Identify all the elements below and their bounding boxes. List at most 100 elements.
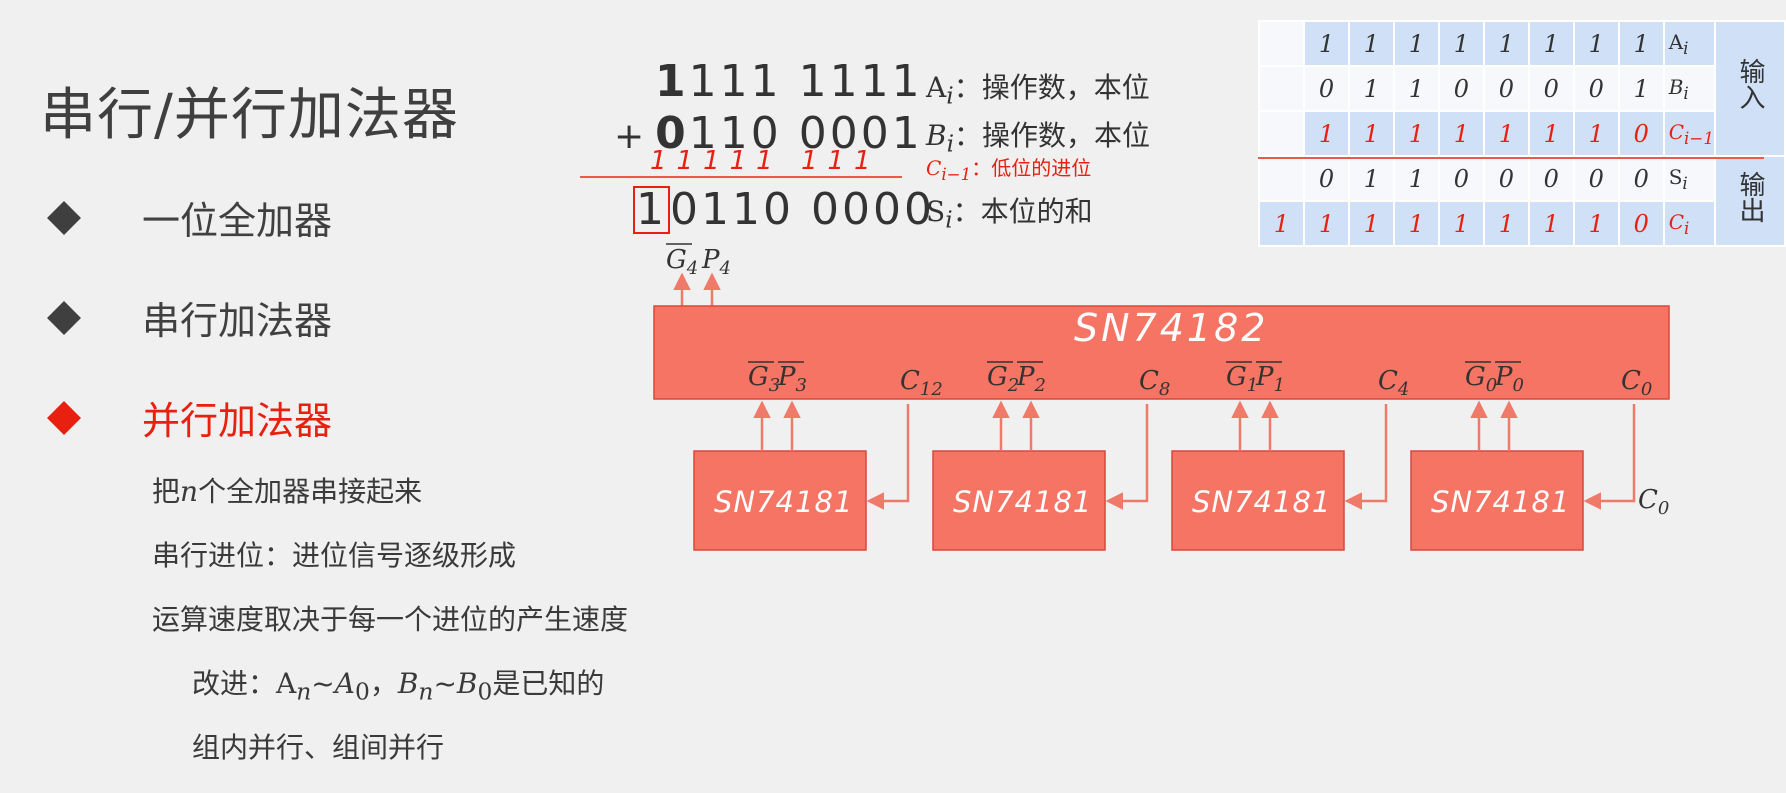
bullet-label: 串行加法器 — [142, 299, 333, 343]
truth-cell: 0 — [1617, 110, 1665, 157]
truth-cell: 1 — [1302, 20, 1350, 67]
sn74181-chip-0 — [693, 450, 867, 551]
truth-cell: 1 — [1347, 65, 1395, 112]
sn74182-chip — [653, 305, 1670, 400]
c-label-0: C12 — [900, 366, 943, 400]
truth-cell: 1 — [1258, 200, 1305, 247]
sn74181-chip-2 — [1171, 450, 1345, 551]
c0-input-label: C0 — [1638, 485, 1669, 519]
g-label-3: G0 — [1465, 362, 1497, 396]
truth-cell: 1 — [1302, 110, 1350, 157]
carry-wire-1 — [1105, 404, 1149, 510]
p-label-2: P1 — [1255, 362, 1285, 396]
truth-cell: 1 — [1392, 155, 1440, 202]
truth-cell: 1 — [1482, 20, 1530, 67]
truth-cell: 0 — [1482, 155, 1530, 202]
carry-row: 11111 111 — [650, 146, 881, 176]
truth-divider — [1258, 157, 1764, 159]
sum-underline — [580, 176, 902, 178]
truth-cell: 0 — [1302, 155, 1350, 202]
truth-cell: 1 — [1392, 65, 1440, 112]
c-label-1: C8 — [1139, 366, 1170, 400]
g-label-0: G3 — [748, 362, 780, 396]
bullet-parallel-adder: 并行加法器 — [42, 390, 332, 445]
truth-row-label: Bi — [1662, 65, 1716, 112]
overflow-box: 1 — [633, 186, 670, 234]
page-title: 串行/并行加法器 — [40, 83, 459, 148]
subpoint-improvement: 改进：An~A0，Bn~B0是已知的 — [192, 667, 605, 706]
truth-cell: 0 — [1437, 155, 1485, 202]
truth-cell: 1 — [1437, 20, 1485, 67]
carry-wire-0 — [866, 404, 910, 510]
p-label-3: P0 — [1494, 362, 1524, 396]
carry-wire-2 — [1344, 404, 1388, 510]
truth-cell: 0 — [1527, 155, 1575, 202]
truth-cell: 1 — [1527, 200, 1575, 247]
truth-cell: 1 — [1437, 110, 1485, 157]
truth-cell: 1 — [1482, 200, 1530, 247]
truth-row-label: Si — [1662, 155, 1716, 202]
c-label-2: C4 — [1378, 366, 1409, 400]
truth-cell: 1 — [1347, 20, 1395, 67]
p-label-1: P2 — [1016, 362, 1046, 396]
truth-cell: 1 — [1527, 20, 1575, 67]
operand-b: +0110 0001 — [614, 108, 923, 159]
truth-cell: 0 — [1572, 155, 1620, 202]
truth-cell: 0 — [1527, 65, 1575, 112]
sn74181-chip-3 — [1410, 450, 1584, 551]
truth-cell: 0 — [1572, 65, 1620, 112]
sn74182-label: SN74182 — [1074, 306, 1268, 350]
truth-cell — [1258, 110, 1305, 157]
g-label-1: G2 — [987, 362, 1019, 396]
truth-cell: 1 — [1392, 200, 1440, 247]
truth-cell: 1 — [1347, 155, 1395, 202]
g4-label: G4 — [666, 245, 698, 279]
truth-cell: 1 — [1572, 110, 1620, 157]
bullet-label: 一位全加器 — [142, 199, 333, 243]
subpoint-group-parallel: 组内并行、组间并行 — [192, 731, 445, 764]
sum-result: 10110 0000 — [633, 184, 935, 235]
truth-cell: 0 — [1302, 65, 1350, 112]
truth-cell: 1 — [1572, 200, 1620, 247]
truth-cell — [1258, 65, 1305, 112]
truth-cell: 0 — [1437, 65, 1485, 112]
label-b: Bi：操作数，本位 — [926, 119, 1151, 158]
subpoint-chain: 把n个全加器串接起来 — [152, 475, 423, 508]
sn74181-label: SN74181 — [953, 485, 1092, 519]
truth-cell: 1 — [1302, 200, 1350, 247]
subpoint-serial-carry: 串行进位：进位信号逐级形成 — [152, 539, 517, 572]
operand-a: 1111 1111 — [655, 56, 923, 107]
sn74181-label: SN74181 — [1431, 485, 1570, 519]
truth-cell — [1258, 20, 1305, 67]
carry-wire-c0 — [1583, 404, 1636, 510]
bullet-serial-adder: 串行加法器 — [42, 290, 332, 345]
sn74181-label: SN74181 — [714, 485, 853, 519]
truth-cell: 0 — [1617, 200, 1665, 247]
truth-row-label: Ci — [1662, 200, 1716, 247]
truth-row-label: Ai — [1662, 20, 1716, 67]
bullet-label: 并行加法器 — [142, 399, 333, 443]
truth-cell: 1 — [1527, 110, 1575, 157]
truth-cell: 0 — [1482, 65, 1530, 112]
label-carry-in: Ci−1：低位的进位 — [926, 156, 1092, 184]
truth-cell: 1 — [1617, 20, 1665, 67]
truth-cell: 1 — [1347, 200, 1395, 247]
subpoint-speed: 运算速度取决于每一个进位的产生速度 — [152, 603, 629, 636]
truth-cell: 1 — [1437, 200, 1485, 247]
truth-cell: 0 — [1617, 155, 1665, 202]
label-sum: Si：本位的和 — [926, 195, 1093, 234]
output-side-label: 输出 — [1713, 155, 1786, 247]
label-a: Ai：操作数，本位 — [926, 71, 1150, 110]
truth-row-label: Ci−1 — [1662, 110, 1716, 157]
bullet-full-adder: 一位全加器 — [42, 190, 332, 245]
g-label-2: G1 — [1226, 362, 1258, 396]
truth-cell: 1 — [1392, 110, 1440, 157]
truth-cell: 1 — [1572, 20, 1620, 67]
p-label-0: P3 — [777, 362, 807, 396]
p4-label: P4 — [701, 245, 731, 279]
